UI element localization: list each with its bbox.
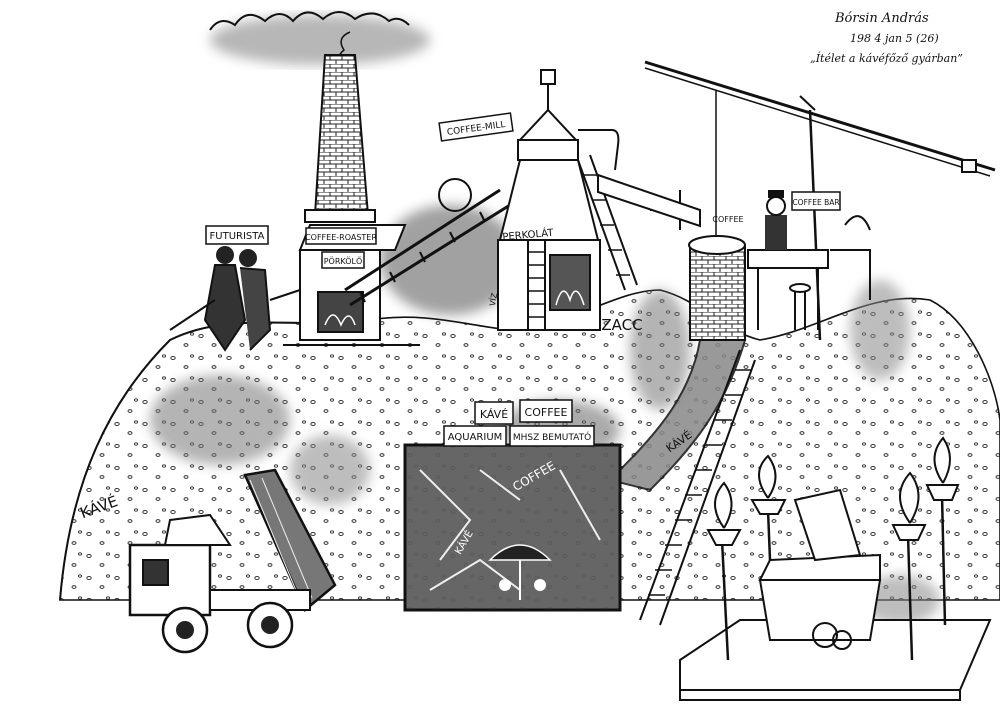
signs-layer: FUTURISTA COFFEE-MILL COFFEE-ROASTER PÖR… — [77, 112, 841, 557]
coffee-chute — [608, 339, 756, 626]
torches — [706, 436, 960, 661]
dump-truck — [128, 468, 337, 654]
sign-kave-box: KÁVÉ — [474, 401, 514, 425]
aquarium-box — [403, 443, 622, 612]
artist-signature: Bórsin András 198 4 jan 5 (26) „Ítélet a… — [810, 11, 963, 65]
sign-zacc: ZACC — [601, 316, 642, 334]
svg-text:MHSZ BEMUTATÓ: MHSZ BEMUTATÓ — [513, 431, 591, 443]
coffee-bar — [747, 190, 871, 330]
torch — [750, 454, 787, 561]
sign-mhsz: MHSZ BEMUTATÓ — [509, 425, 595, 447]
svg-text:„Ítélet a kávéfőző gyárban”: „Ítélet a kávéfőző gyárban” — [810, 51, 963, 65]
svg-text:COFFEE BAR: COFFEE BAR — [792, 198, 839, 207]
coffee-well — [597, 90, 746, 341]
sign-coffee-box: COFFEE — [519, 399, 573, 423]
sign-coffee-roaster: COFFEE-ROASTER — [305, 227, 377, 245]
svg-text:Bórsin András: Bórsin András — [834, 11, 929, 26]
sign-coffee-well: COFFEE — [712, 215, 743, 224]
sign-futurista: FUTURISTA — [205, 225, 269, 245]
svg-text:COFFEE: COFFEE — [712, 215, 743, 224]
svg-text:COFFEE: COFFEE — [525, 406, 568, 419]
conveyor-belt — [344, 178, 511, 307]
svg-text:AQUARIUM: AQUARIUM — [448, 432, 503, 443]
sign-porkolo: PÖRKÖLŐ — [321, 251, 365, 269]
svg-text:198 4 jan 5 (26): 198 4 jan 5 (26) — [850, 32, 939, 45]
sign-aquarium: AQUARIUM — [443, 425, 507, 447]
chimney-smoke — [209, 11, 430, 71]
svg-text:PÖRKÖLŐ: PÖRKÖLŐ — [324, 256, 363, 266]
sign-viz: VÍZ — [486, 291, 499, 307]
futurista-figures — [169, 246, 301, 352]
svg-text:COFFEE-ROASTER: COFFEE-ROASTER — [305, 233, 377, 242]
torch — [706, 481, 742, 661]
svg-text:FUTURISTA: FUTURISTA — [210, 231, 265, 242]
sign-coffee-mill: COFFEE-MILL — [438, 112, 514, 142]
torch — [891, 471, 927, 661]
percolator-tower — [497, 69, 638, 331]
sign-coffee-bar: COFFEE BAR — [791, 191, 841, 211]
svg-text:ZACC: ZACC — [601, 316, 642, 334]
torch — [925, 436, 960, 626]
svg-text:VÍZ: VÍZ — [486, 291, 499, 307]
svg-text:KÁVÉ: KÁVÉ — [480, 408, 508, 421]
factory-chimney — [304, 54, 376, 223]
